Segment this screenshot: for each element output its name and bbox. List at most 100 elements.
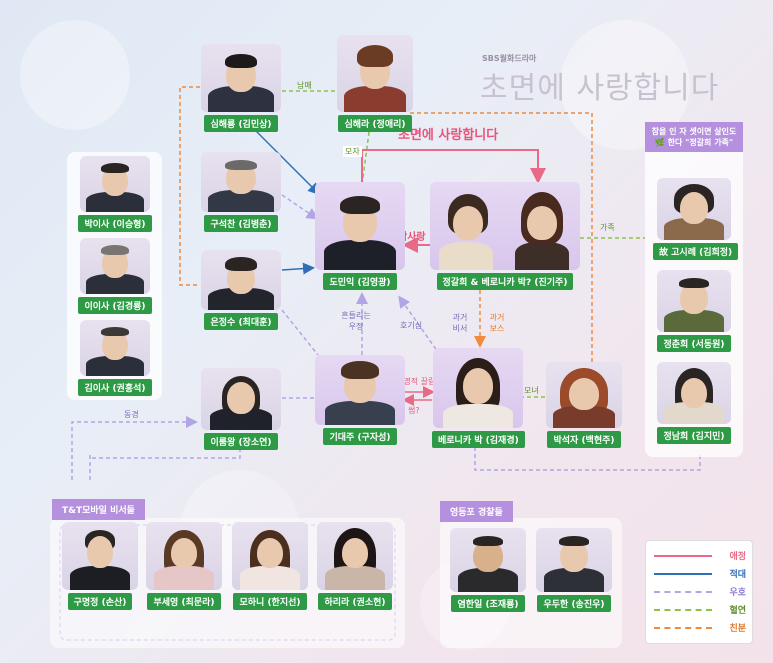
legend-row-chinbun: 친분 <box>654 621 746 635</box>
character-name-label: 정춘희 (서동원) <box>657 335 731 352</box>
portrait <box>80 320 150 376</box>
legend-line <box>654 591 712 593</box>
line-dalmi-down <box>90 448 241 459</box>
legend-label: 친분 <box>729 624 746 634</box>
portrait <box>201 152 281 212</box>
tt-secretaries-panel: 구명정 (손산) 부세영 (최문라) 모하니 (한지선) 하리라 (권소현) <box>50 518 405 648</box>
line-donggyeong <box>71 416 198 480</box>
portrait <box>450 528 526 592</box>
portrait <box>433 348 523 428</box>
family-card-0[interactable]: 故 고시례 (김희정) <box>653 178 739 260</box>
directors-panel: 박이사 (이승형) 이이사 (김경룡) 김이사 (권홍석) <box>67 152 162 400</box>
relation-label-donggyeong: 동경 <box>124 410 139 419</box>
character-name-label: 심해룡 (김민상) <box>204 115 278 132</box>
tt-panel-title: T&T모바일 비서들 <box>52 499 145 520</box>
character-name-label: 베로니카 박 (김재경) <box>432 431 525 448</box>
line-seokja-family <box>474 440 701 471</box>
police-card-0[interactable]: 염한일 (조재룡) <box>448 528 528 612</box>
character-card-shim-haera[interactable]: 심해라 (정애리) <box>335 35 415 132</box>
family-card-2[interactable]: 정남희 (김지민) <box>653 362 735 444</box>
character-name-label: 박이사 (이승형) <box>78 215 152 232</box>
legend-line <box>654 573 712 575</box>
character-name-label: 구명정 (손산) <box>67 593 133 610</box>
director-card-1[interactable]: 이이사 (김경룡) <box>75 238 155 314</box>
line-jeongsu-mineok <box>281 262 315 275</box>
character-card-veronica[interactable]: 베로니카 박 (김재경) <box>432 348 525 448</box>
character-name-label: 정남희 (김지민) <box>657 427 731 444</box>
relation-label-moja: 모자 <box>343 146 362 157</box>
line-haeryong-jeongsu <box>179 86 200 286</box>
legend-label: 애정 <box>729 552 746 562</box>
portrait <box>546 362 622 428</box>
character-card-gu-seokchan[interactable]: 구석찬 (김병춘) <box>200 152 282 232</box>
portrait <box>536 528 612 592</box>
legend-line <box>654 609 712 611</box>
director-card-0[interactable]: 박이사 (이승형) <box>75 156 155 232</box>
character-name-label: 이룸왕 (장소연) <box>204 433 278 450</box>
portrait <box>657 178 731 240</box>
character-card-shim-haeryong[interactable]: 심해룡 (김민상) <box>200 44 282 132</box>
line-haera-seokja <box>410 112 593 365</box>
character-name-label: 박석자 (백현주) <box>547 431 621 448</box>
line-jeongsu-daeju <box>281 309 319 356</box>
relation-label-gwageo-biseo: 과거 비서 <box>452 313 468 333</box>
character-card-jeong-gaheui[interactable]: 정갈희 & 베로니카 박? (진기주) <box>430 182 580 290</box>
relation-label-chimyeongjeok-kkeullim: 치명적 끌림 <box>396 377 436 386</box>
portrait <box>315 355 405 425</box>
network-label: SBS월화드라마 <box>482 54 537 63</box>
character-name-label: 구석찬 (김병춘) <box>204 215 278 232</box>
police-panel-title: 영등포 경찰들 <box>440 501 513 522</box>
relation-label-gwageo-boss: 과거 보스 <box>489 313 505 333</box>
relation-label-jjaksarang: 짝사랑 <box>398 232 426 243</box>
character-card-ki-daeju[interactable]: 기대주 (구자성) <box>315 355 405 445</box>
relation-label-sseom: 썸? <box>408 406 420 415</box>
character-name-label: 이이사 (김경룡) <box>78 297 152 314</box>
portrait <box>232 522 308 590</box>
director-card-2[interactable]: 김이사 (권홍석) <box>75 320 155 396</box>
portrait <box>657 362 731 424</box>
legend-row-aejeong: 애정 <box>654 549 746 563</box>
portrait <box>201 368 281 430</box>
character-name-label: 모하니 (한지선) <box>233 593 307 610</box>
portrait <box>80 156 150 212</box>
line-moja <box>361 124 371 186</box>
tt-card-3[interactable]: 하리라 (권소현) <box>314 522 396 610</box>
legend-row-uho: 우호 <box>654 585 746 599</box>
legend-label: 적대 <box>729 570 746 580</box>
relation-label-heundeullineun-ujeong: 흔들리는 우정 <box>341 311 371 331</box>
character-name-label: 염한일 (조재룡) <box>451 595 525 612</box>
relation-label-nammae: 남매 <box>297 81 312 90</box>
portrait <box>201 44 281 112</box>
family-card-1[interactable]: 정춘희 (서동원) <box>653 270 735 352</box>
portrait <box>146 522 222 590</box>
character-card-park-seokja[interactable]: 박석자 (백현주) <box>546 362 622 448</box>
tt-card-1[interactable]: 부세영 (최문라) <box>144 522 224 610</box>
tt-card-0[interactable]: 구명정 (손산) <box>60 522 140 610</box>
family-panel: 참을 인 자 셋이면 살인도 🌿 한다 "정갈희 가족" 故 고시례 (김희정)… <box>645 122 743 457</box>
line-veronica-mineok <box>398 295 441 356</box>
character-card-do-mineok[interactable]: 도민익 (김영광) <box>314 182 406 290</box>
legend-line <box>654 555 712 557</box>
police-card-1[interactable]: 우두한 (송진우) <box>534 528 614 612</box>
tt-card-2[interactable]: 모하니 (한지선) <box>230 522 310 610</box>
central-relation-label: 초면에 사랑합니다 <box>398 128 499 143</box>
character-card-lee-dalmi[interactable]: 이룸왕 (장소연) <box>200 368 282 450</box>
relation-label-hogisim: 호기심 <box>400 321 423 330</box>
family-panel-title: 참을 인 자 셋이면 살인도 🌿 한다 "정갈희 가족" <box>645 122 743 152</box>
relation-label-monyeo: 모녀 <box>524 386 539 395</box>
character-name-label: 정갈희 & 베로니카 박? (진기주) <box>436 273 574 290</box>
character-card-eun-jeongsu[interactable]: 은정수 (최대훈) <box>200 250 282 330</box>
character-name-label: 기대주 (구자성) <box>323 428 397 445</box>
line-haeryong-mineok <box>249 124 321 196</box>
legend-label: 우호 <box>729 588 746 598</box>
character-name-label: 심해라 (정애리) <box>338 115 412 132</box>
character-name-label: 하리라 (권소현) <box>318 593 392 610</box>
character-name-label: 부세영 (최문라) <box>147 593 221 610</box>
drama-title: 초면에 사랑합니다 <box>480 71 720 106</box>
portrait <box>657 270 731 332</box>
legend-row-hyeoryeon: 혈연 <box>654 603 746 617</box>
relation-label-gajok: 가족 <box>600 223 615 232</box>
background-bubble <box>20 20 130 130</box>
portrait <box>80 238 150 294</box>
character-name-label: 은정수 (최대훈) <box>204 313 278 330</box>
